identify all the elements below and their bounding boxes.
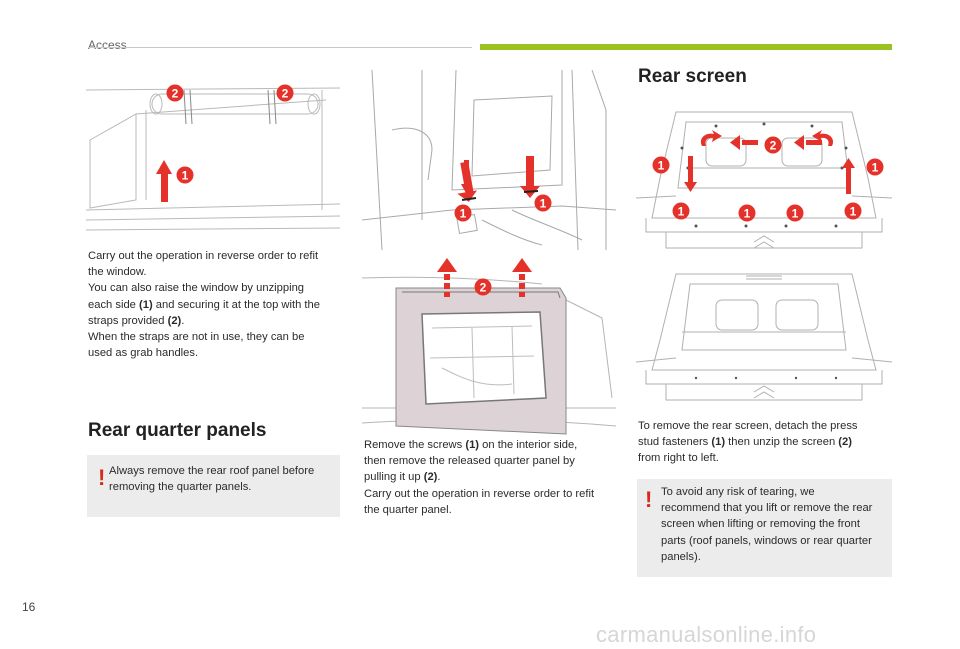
callout-1-bottom-b-label: 1 bbox=[744, 207, 751, 221]
callout-1-bottom-c: 1 bbox=[786, 204, 804, 222]
warning-text: To avoid any risk of tearing, we recomme… bbox=[661, 486, 873, 563]
callout-1-bottom-d-label: 1 bbox=[850, 205, 857, 219]
text-line: from right to left. bbox=[638, 452, 719, 465]
illustration-quarter-panel-screws: 1 1 bbox=[362, 70, 616, 250]
illustration-rolled-window: 2 2 1 bbox=[86, 70, 340, 240]
section-accent-bar bbox=[480, 44, 892, 50]
text-line: the window. bbox=[88, 266, 147, 279]
rear-screen-instructions: To remove the rear screen, detach the pr… bbox=[638, 418, 898, 467]
text-line: Carry out the operation in reverse order… bbox=[364, 487, 595, 500]
callout-1-bottom-d: 1 bbox=[844, 202, 862, 220]
text-line: stud fasteners (1) then unzip the screen… bbox=[638, 436, 852, 449]
callout-2-right-label: 2 bbox=[282, 87, 289, 101]
callout-1-left-label: 1 bbox=[460, 207, 467, 221]
illustration-quarter-panel-removal: 2 bbox=[362, 258, 616, 438]
reference-1: (1) bbox=[139, 298, 153, 311]
callout-1-left-label: 1 bbox=[658, 159, 665, 173]
warning-text: Always remove the rear roof panel before… bbox=[109, 465, 315, 494]
text-line: pulling it up (2). bbox=[364, 471, 441, 484]
text-line: You can also raise the window by unzippi… bbox=[88, 282, 305, 295]
callout-2-left-label: 2 bbox=[172, 87, 179, 101]
callout-2-left: 2 bbox=[166, 84, 184, 102]
text-line: used as grab handles. bbox=[88, 347, 199, 360]
section-title: Access bbox=[88, 38, 127, 52]
warning-box-rear-screen: ! To avoid any risk of tearing, we recom… bbox=[637, 479, 892, 577]
callout-1-right-label: 1 bbox=[540, 197, 547, 211]
warning-icon: ! bbox=[645, 487, 653, 512]
callout-1-label: 1 bbox=[182, 169, 189, 183]
text-line: then remove the released quarter panel b… bbox=[364, 455, 575, 468]
refit-window-instructions: Carry out the operation in reverse order… bbox=[88, 248, 348, 361]
illustration-rear-screen-fasteners: 2 1 1 1 1 1 1 bbox=[636, 108, 892, 266]
text-line: Carry out the operation in reverse order… bbox=[88, 250, 319, 262]
callout-1-bottom-b: 1 bbox=[738, 204, 756, 222]
reference-2: (2) bbox=[167, 314, 182, 327]
callout-1: 1 bbox=[176, 166, 194, 184]
text-line: each side (1) and securing it at the top… bbox=[88, 298, 320, 311]
callout-1-right-label: 1 bbox=[872, 161, 879, 175]
callout-1-bottom-a: 1 bbox=[672, 202, 690, 220]
text-line: Remove the screws (1) on the interior si… bbox=[364, 439, 578, 451]
heading-rear-quarter-panels: Rear quarter panels bbox=[88, 420, 267, 441]
callout-2-label: 2 bbox=[480, 281, 487, 295]
warning-box-quarter-panels: ! Always remove the rear roof panel befo… bbox=[87, 455, 340, 517]
header-divider bbox=[88, 47, 472, 48]
text-line: When the straps are not in use, they can… bbox=[88, 331, 305, 344]
text-line: To remove the rear screen, detach the pr… bbox=[638, 420, 858, 432]
page-number: 16 bbox=[22, 600, 36, 614]
reference-1: (1) bbox=[465, 439, 480, 451]
warning-icon: ! bbox=[98, 465, 106, 490]
callout-1-left: 1 bbox=[652, 156, 670, 174]
reference-2: (2) bbox=[838, 436, 852, 449]
callout-1-right: 1 bbox=[866, 158, 884, 176]
callout-2: 2 bbox=[764, 136, 782, 154]
watermark: carmanualsonline.info bbox=[596, 622, 817, 647]
callout-2-right: 2 bbox=[276, 84, 294, 102]
reference-2: (2) bbox=[423, 471, 438, 484]
callout-2: 2 bbox=[474, 278, 492, 296]
heading-rear-screen: Rear screen bbox=[638, 66, 747, 87]
reference-1: (1) bbox=[711, 436, 726, 449]
callout-1-left: 1 bbox=[454, 204, 472, 222]
callout-1-right: 1 bbox=[534, 194, 552, 212]
text-line: straps provided (2). bbox=[88, 314, 185, 327]
quarter-panel-instructions: Remove the screws (1) on the interior si… bbox=[364, 437, 624, 518]
illustration-rear-screen-removed bbox=[636, 266, 892, 414]
callout-1-bottom-a-label: 1 bbox=[678, 205, 685, 219]
callout-2-label: 2 bbox=[770, 139, 777, 153]
text-line: the quarter panel. bbox=[364, 503, 452, 516]
callout-1-bottom-c-label: 1 bbox=[792, 207, 799, 221]
